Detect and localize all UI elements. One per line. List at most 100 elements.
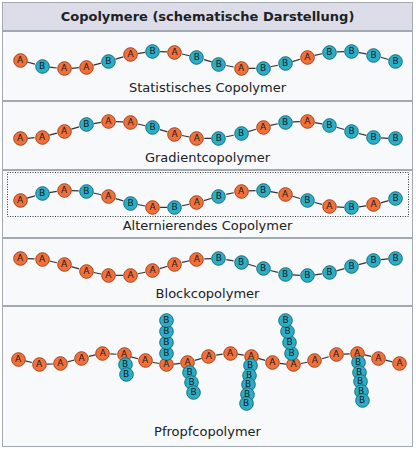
bond-line — [258, 358, 265, 360]
monomer-label: A — [167, 45, 182, 60]
monomer-circle: A — [101, 114, 116, 129]
monomer-label: B — [388, 131, 403, 146]
bond-line — [322, 357, 329, 359]
monomer-label: B — [35, 186, 50, 201]
bond-line — [365, 355, 372, 356]
monomer-label: A — [11, 352, 26, 367]
circle-shape — [102, 54, 116, 68]
circle-shape — [168, 257, 182, 271]
bond-line — [153, 362, 159, 363]
bond-line — [337, 206, 344, 208]
monomer-label: A — [145, 263, 160, 278]
monomer-circle: A — [167, 257, 182, 272]
monomer-label: A — [392, 356, 407, 371]
bond-line — [49, 191, 56, 192]
circle-shape — [190, 196, 204, 210]
monomer-label: B — [159, 346, 174, 361]
circle-shape — [13, 193, 27, 207]
monomer-circle: B — [159, 346, 174, 361]
circle-shape — [160, 347, 174, 361]
monomer-circle: B — [167, 200, 182, 215]
title-bar: Copolymere (schematische Darstellung) — [2, 2, 413, 31]
bond-line — [160, 130, 168, 132]
monomer-circle: A — [371, 351, 386, 366]
monomer-circle: A — [79, 60, 94, 75]
circle-shape — [256, 120, 270, 134]
bond-line — [237, 354, 243, 356]
circle-shape — [35, 187, 49, 201]
monomer-label: A — [234, 184, 249, 199]
monomer-circle: A — [32, 357, 47, 372]
circle-shape — [190, 51, 204, 65]
bond-line — [182, 261, 189, 263]
monomer-circle: A — [167, 45, 182, 60]
monomer-circle: B — [123, 196, 138, 211]
circle-shape — [187, 386, 201, 400]
monomer-circle: A — [101, 189, 116, 204]
bond-line — [359, 263, 367, 265]
monomer-label: A — [234, 61, 249, 76]
monomer-circle: A — [286, 357, 301, 372]
monomer-circle: A — [234, 184, 249, 199]
circle-shape — [212, 131, 226, 145]
monomer-circle: B — [322, 118, 337, 133]
monomer-label: B — [234, 255, 249, 270]
monomer-circle: A — [392, 356, 407, 371]
monomer-label: A — [223, 346, 238, 361]
monomer-label: A — [145, 200, 160, 215]
monomer-circle: A — [57, 61, 72, 76]
monomer-label: A — [57, 183, 72, 198]
copolymer-panel: BlockcopolymerAAAAAAAAABBBBBBBBB — [2, 238, 413, 306]
bond-line — [280, 363, 286, 365]
monomer-label: B — [159, 335, 174, 350]
monomer-label: A — [57, 61, 72, 76]
monomer-circle: A — [123, 268, 138, 283]
monomer-label: A — [95, 346, 110, 361]
monomer-circle: B — [278, 267, 293, 282]
monomer-label: A — [123, 268, 138, 283]
monomer-label: A — [300, 50, 315, 65]
circle-shape — [146, 121, 160, 135]
circle-shape — [13, 251, 27, 265]
circle-shape — [389, 192, 403, 206]
circle-shape — [35, 130, 49, 144]
monomer-circle: A — [13, 251, 28, 266]
bond-line — [359, 133, 367, 135]
bond-line — [292, 196, 300, 198]
circle-shape — [367, 130, 381, 144]
monomer-circle: B — [211, 251, 226, 266]
monomer-circle: B — [234, 126, 249, 141]
monomer-label: A — [79, 60, 94, 75]
monomer-label: B — [366, 130, 381, 145]
monomer-circle: A — [322, 199, 337, 214]
circle-shape — [146, 44, 160, 58]
monomer-circle: B — [366, 48, 381, 63]
circle-shape — [323, 199, 337, 213]
bond-line — [160, 207, 167, 208]
bond-line — [89, 355, 96, 356]
monomer-circle: A — [366, 197, 381, 212]
monomer-circle: B — [355, 393, 370, 408]
circle-shape — [146, 264, 160, 278]
circle-shape — [168, 127, 182, 141]
bond-line — [160, 51, 167, 53]
diagram-title: Copolymere (schematische Darstellung) — [61, 9, 355, 24]
circle-shape — [124, 115, 138, 129]
monomer-circle: B — [211, 131, 226, 146]
monomer-circle: B — [344, 44, 359, 59]
circle-shape — [202, 349, 216, 363]
circle-shape — [300, 50, 314, 64]
bond-line — [248, 129, 256, 131]
circle-shape — [278, 187, 292, 201]
monomer-label: B — [300, 193, 315, 208]
monomer-label: B — [101, 54, 116, 69]
bond-line — [204, 60, 212, 62]
circle-shape — [160, 358, 174, 372]
bond-line — [94, 63, 102, 65]
bond-line — [343, 353, 349, 355]
monomer-circle: A — [138, 353, 153, 368]
monomer-label: B — [145, 120, 160, 135]
monomer-label: A — [189, 195, 204, 210]
circle-shape — [278, 57, 292, 71]
circle-shape — [96, 346, 110, 360]
